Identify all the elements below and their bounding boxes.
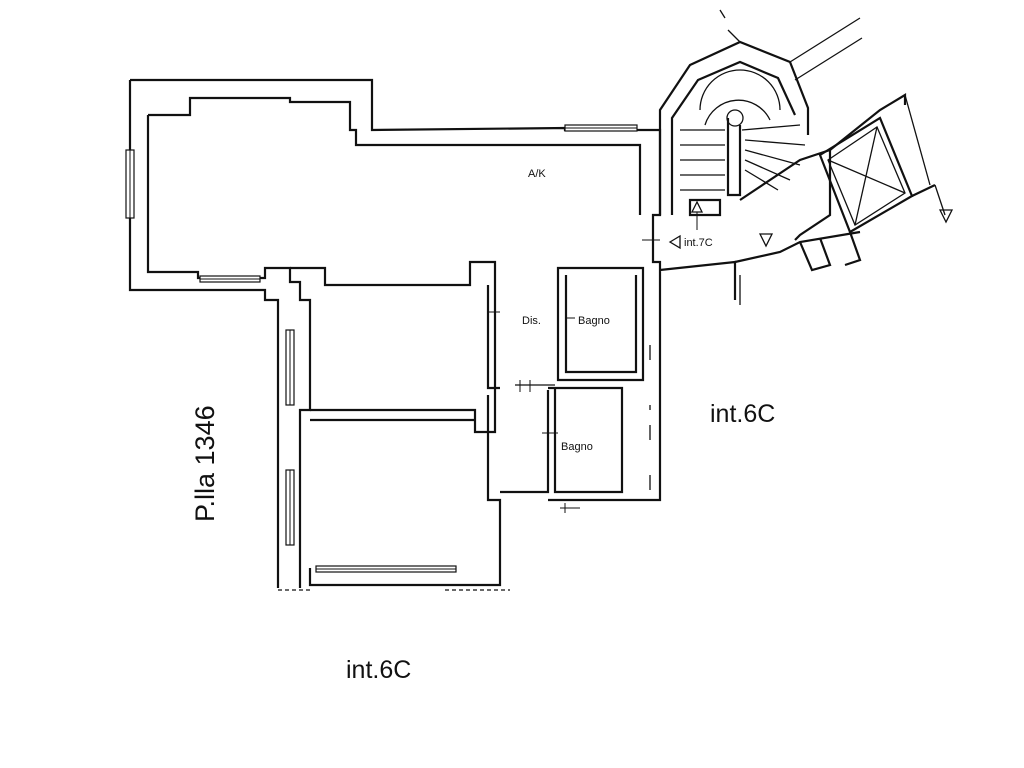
partition-lines [649,275,741,490]
label-living-kitchen: A/K [528,168,546,180]
label-disimpegno: Dis. [522,315,541,327]
bathroom-walls [515,266,645,494]
label-neighbor-bottom: int.6C [346,656,411,684]
section-markers [668,200,954,250]
label-bathroom-upper: Bagno [578,315,610,327]
label-parcel: P.lla 1346 [190,405,220,522]
door-marks [488,239,660,513]
windows [125,124,638,573]
outer-wall [128,78,737,588]
stair-area [658,40,861,272]
lift-shaft [818,93,936,267]
label-neighbor-upper: int.7C [684,237,713,249]
label-bathroom-lower: Bagno [561,441,593,453]
label-neighbor-right: int.6C [710,400,775,428]
